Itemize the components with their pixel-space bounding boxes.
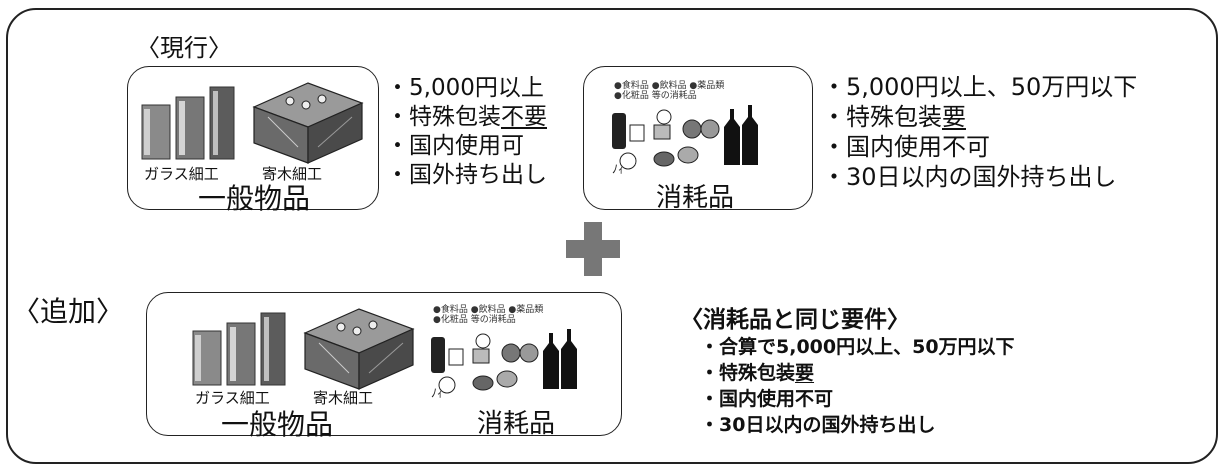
current-consumables-panel: ●食料品 ●飲料品 ●薬品類 ●化粧品 等の消耗品 ﾉｨ 消耗品: [583, 66, 813, 213]
diagram-frame: [6, 8, 1218, 464]
consumables-icon: ﾉｨ: [431, 329, 577, 400]
svg-text:ﾉｨ: ﾉｨ: [612, 162, 624, 176]
current-consumables-title: 消耗品: [656, 183, 735, 213]
yosegi-label: 寄木細工: [313, 389, 374, 407]
yosegi-box-icon: [303, 308, 415, 390]
added-conditions: ・合算で5,000円以上、50万円以下 ・特殊包装要 ・国内使用不可 ・30日以…: [700, 334, 1015, 438]
current-general-panel: ガラス細工 寄木細工 一般物品: [127, 66, 379, 215]
condition-item: ・国内使用不可: [700, 388, 834, 410]
condition-item: ・特殊包装不要: [386, 104, 547, 130]
yosegi-label: 寄木細工: [262, 165, 323, 183]
consumables-icon: ﾉｨ: [612, 105, 758, 176]
glassware-icon: [141, 86, 235, 160]
yosegi-box-icon: [252, 82, 364, 164]
condition-item: ・30日以内の国外持ち出し: [822, 163, 1117, 191]
current-general-title: 一般物品: [198, 182, 311, 215]
current-general-conditions: ・5,000円以上 ・特殊包装不要 ・国内使用可 ・国外持ち出し: [386, 74, 547, 190]
condition-item: ・国内使用可: [386, 133, 524, 159]
plus-icon: [566, 222, 620, 276]
consumables-caption-line1: ●食料品 ●飲料品 ●薬品類: [433, 305, 544, 315]
condition-item: ・5,000円以上、50万円以下: [822, 73, 1138, 101]
condition-item: ・国内使用不可: [822, 133, 990, 161]
added-section-label: 〈追加〉: [12, 295, 125, 328]
added-general-title: 一般物品: [221, 408, 334, 441]
current-consumables-conditions: ・5,000円以上、50万円以下 ・特殊包装要 ・国内使用不可 ・30日以内の国…: [822, 72, 1137, 192]
condition-item: ・30日以内の国外持ち出し: [700, 414, 936, 436]
glassware-label: ガラス細工: [144, 165, 219, 183]
condition-item: ・合算で5,000円以上、50万円以下: [700, 336, 1015, 358]
consumables-caption-line2: ●化粧品 等の消耗品: [614, 91, 697, 101]
added-consumables-title: 消耗品: [477, 409, 556, 439]
consumables-caption-line2: ●化粧品 等の消耗品: [433, 315, 516, 325]
condition-item: ・5,000円以上: [386, 75, 544, 101]
requirements-title: 〈消耗品と同じ要件〉: [680, 307, 910, 333]
glassware-label: ガラス細工: [195, 389, 270, 407]
condition-item: ・特殊包装要: [700, 362, 815, 384]
consumables-caption-line1: ●食料品 ●飲料品 ●薬品類: [614, 81, 725, 91]
current-section-label: 〈現行〉: [136, 34, 232, 62]
glassware-icon: [192, 312, 286, 386]
added-panel: ガラス細工 寄木細工 一般物品 ●食料品 ●飲料品 ●薬品類 ●化粧品 等の消耗…: [146, 292, 622, 441]
condition-item: ・国外持ち出し: [386, 162, 547, 188]
condition-item: ・特殊包装要: [822, 103, 966, 131]
svg-text:ﾉｨ: ﾉｨ: [431, 386, 443, 400]
